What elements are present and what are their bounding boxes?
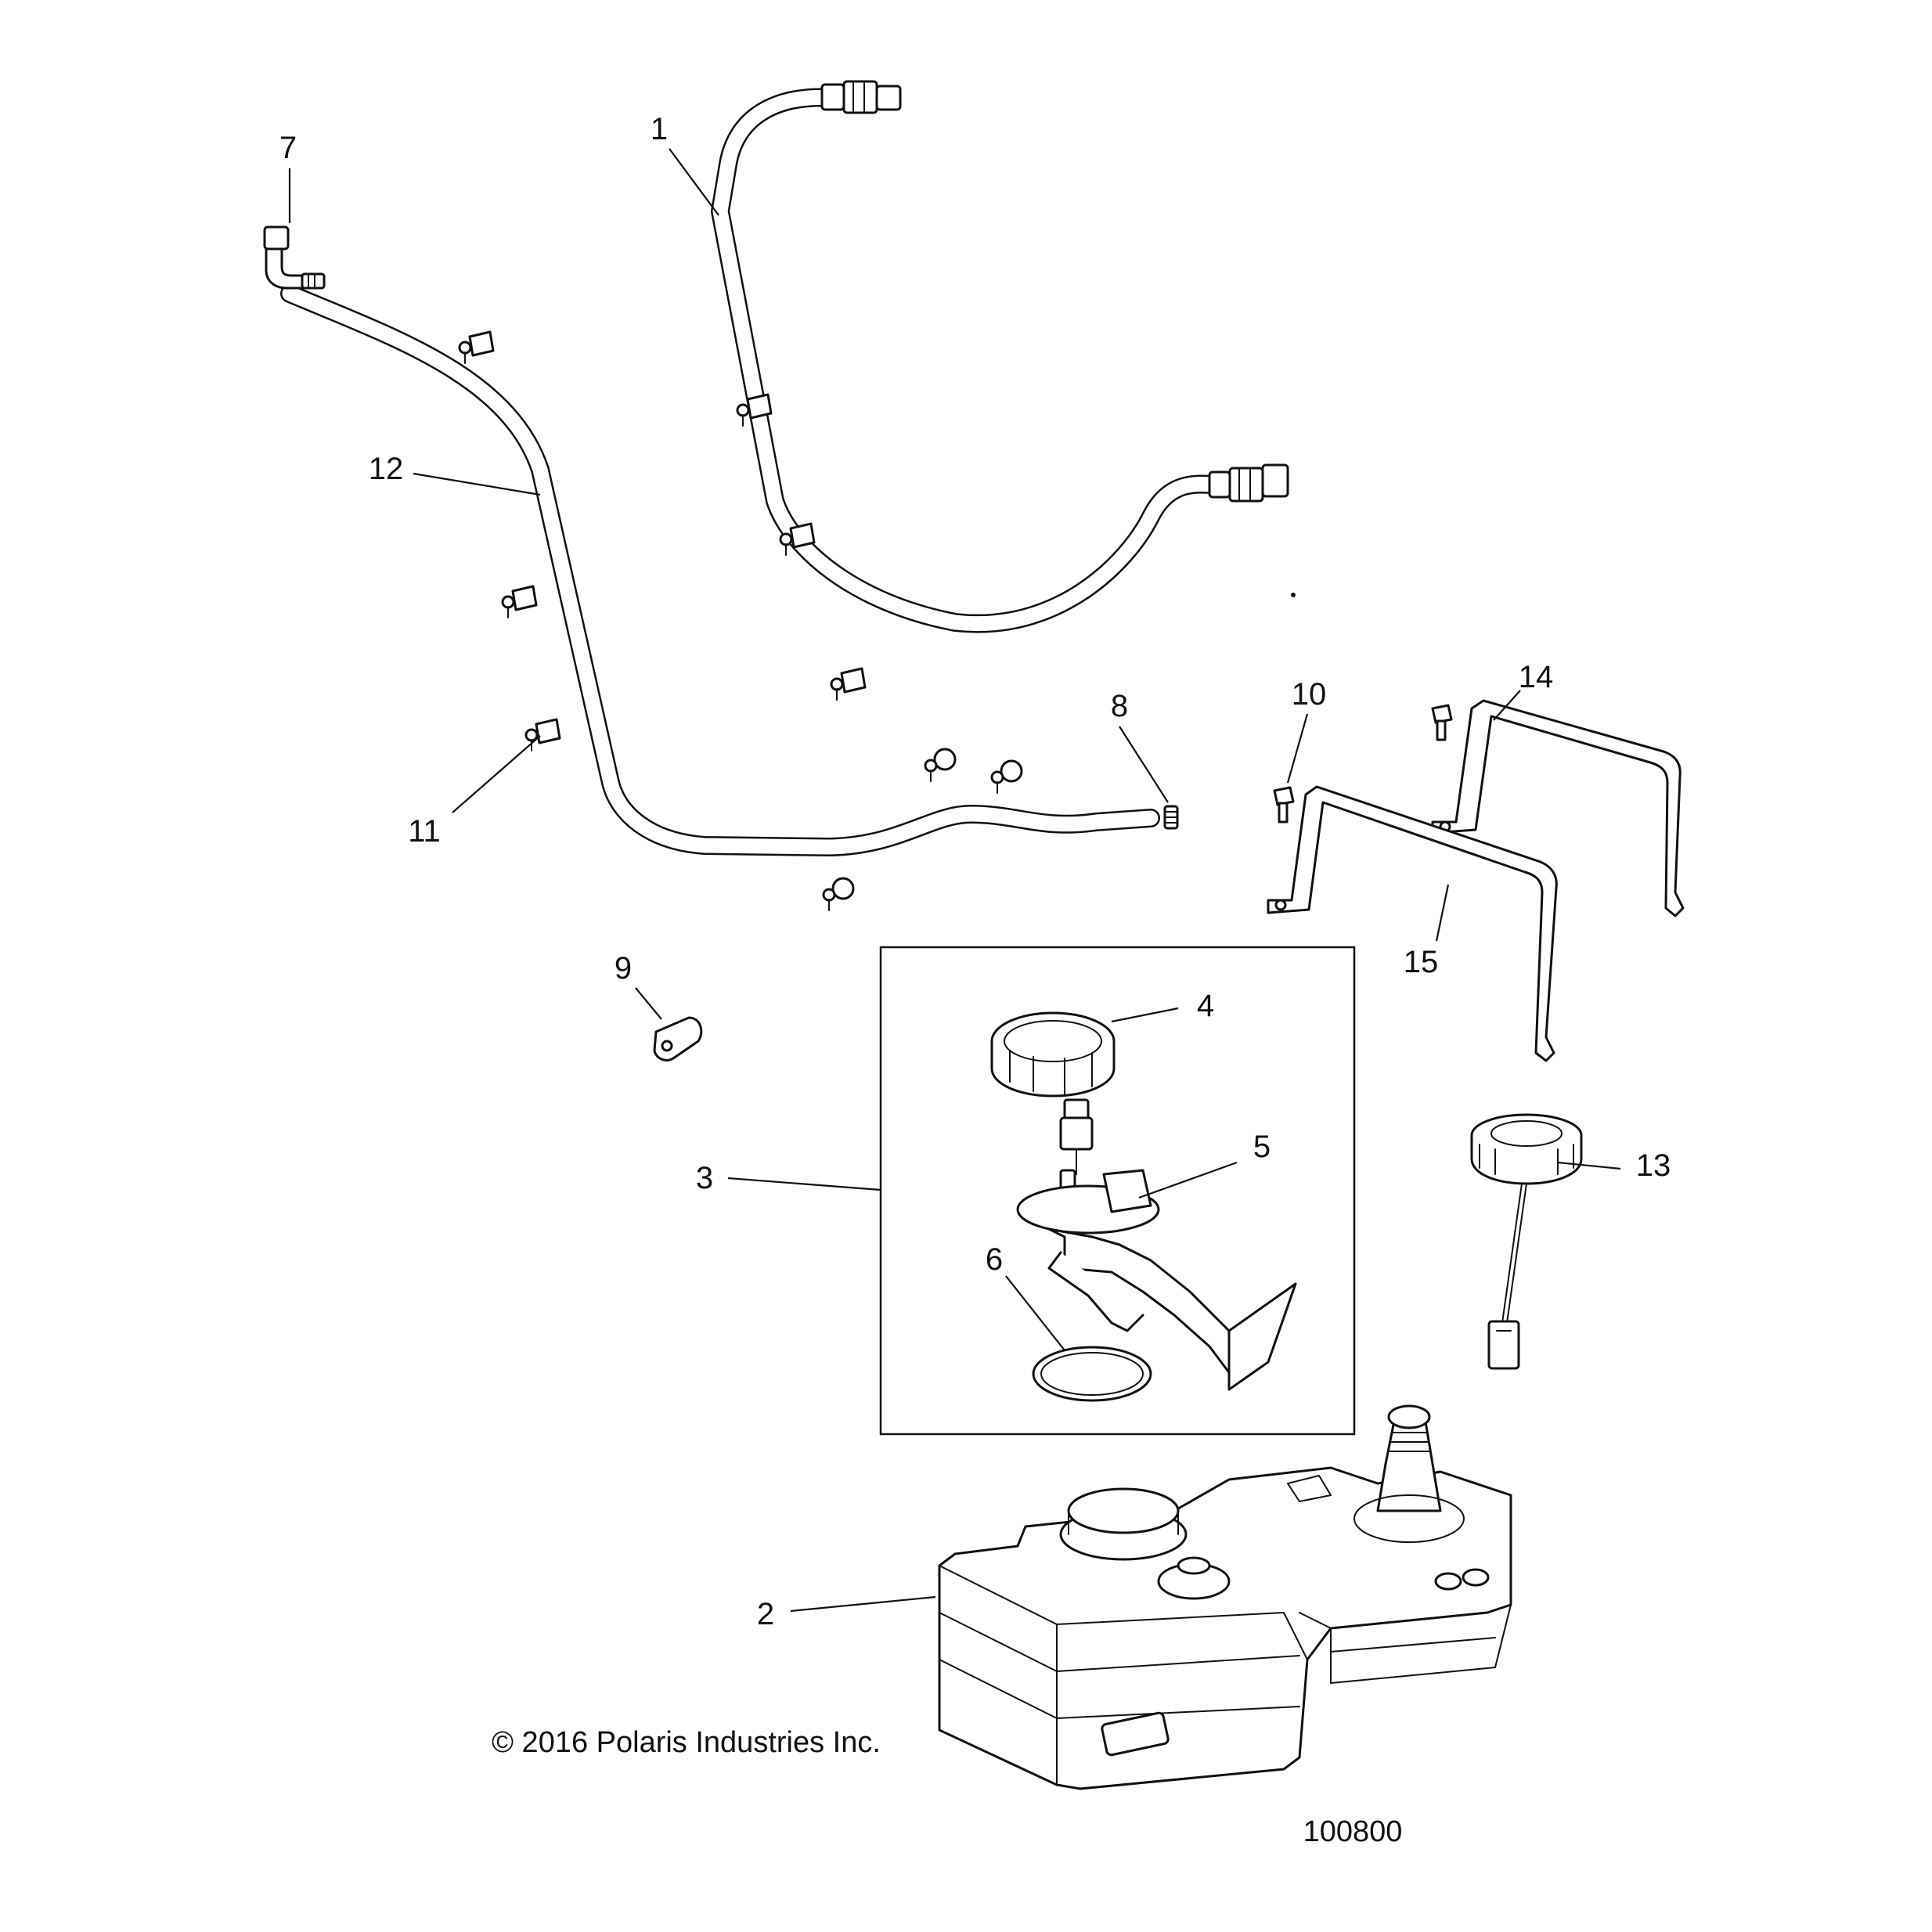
copyright-text: © 2016 Polaris Industries Inc. xyxy=(492,1726,881,1759)
part-15-strap xyxy=(1267,785,1558,1062)
figure-id: 100800 xyxy=(1303,1815,1403,1848)
callout-10: 10 xyxy=(1292,677,1327,712)
clamp xyxy=(990,759,1023,794)
part-10-bolt xyxy=(1273,786,1295,824)
part-4-lock-ring xyxy=(990,1011,1116,1098)
part-3-kit-box xyxy=(879,946,1356,1436)
callout-2: 2 xyxy=(757,1597,774,1631)
clamp xyxy=(779,522,816,556)
callout-13: 13 xyxy=(1636,1148,1671,1183)
leader-lines xyxy=(288,148,1621,1613)
callout-7: 7 xyxy=(279,131,297,165)
callout-11: 11 xyxy=(408,814,441,849)
callout-numbers: 1 2 3 4 5 6 7 8 9 10 11 12 13 14 15 xyxy=(279,112,1671,1631)
clamp xyxy=(458,330,495,364)
callout-1: 1 xyxy=(651,112,668,146)
callout-4: 4 xyxy=(1197,989,1214,1023)
part-10-bolt-2 xyxy=(1431,704,1453,741)
part-9-p-clip xyxy=(653,1016,703,1062)
part-6-o-ring xyxy=(1032,1346,1152,1402)
clamp xyxy=(830,667,867,701)
stray-dot xyxy=(1291,593,1296,597)
callout-5: 5 xyxy=(1253,1130,1271,1164)
callout-14: 14 xyxy=(1519,660,1554,694)
callout-3: 3 xyxy=(696,1161,713,1195)
part-7-vent-fitting xyxy=(263,225,326,290)
part-12-vent-hose xyxy=(280,284,1160,856)
part-13-fuel-cap xyxy=(1470,1113,1583,1370)
hose-clamps xyxy=(458,330,1023,911)
callout-6: 6 xyxy=(986,1242,1003,1277)
clamp xyxy=(524,718,561,752)
clamp xyxy=(822,877,855,911)
clamp xyxy=(736,393,773,427)
callout-15: 15 xyxy=(1404,945,1439,979)
part-14-strap xyxy=(1431,699,1685,917)
callout-8: 8 xyxy=(1111,689,1128,723)
callout-9: 9 xyxy=(615,951,632,986)
part-8-spring xyxy=(1163,805,1179,830)
part-1-fuel-line xyxy=(711,80,1289,633)
part-2-fuel-tank xyxy=(938,1404,1512,1790)
clamp xyxy=(501,585,538,618)
part-5-fuel-pump xyxy=(1016,1098,1297,1391)
clamp xyxy=(924,748,957,782)
callout-12: 12 xyxy=(369,452,404,486)
